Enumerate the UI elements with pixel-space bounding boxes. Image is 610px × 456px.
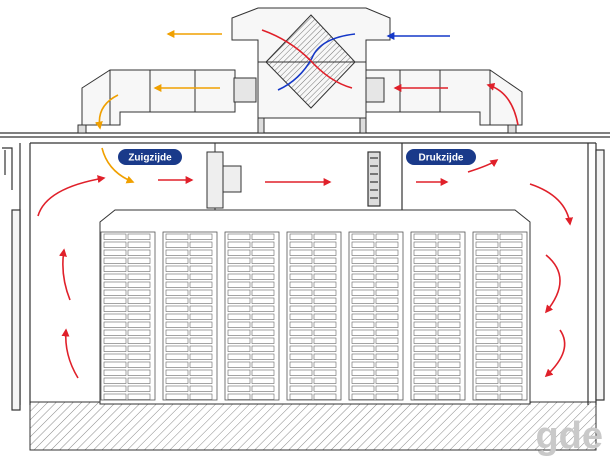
crate-column <box>348 231 404 401</box>
arrow-right-down-1 <box>529 183 574 226</box>
crate-column <box>472 231 528 401</box>
crate-column <box>224 231 280 401</box>
arrow-right-down-2 <box>544 254 561 314</box>
suction-side-label: Zuigzijde <box>118 149 182 165</box>
arrow-right-top-curve <box>467 159 499 173</box>
crate-stack <box>99 209 531 405</box>
arrow-roof-right-curve <box>486 82 519 126</box>
curve-fresh-mix <box>277 33 356 91</box>
suction-fan <box>206 143 242 216</box>
crate-column <box>286 231 342 401</box>
airflow-arrows <box>37 82 574 379</box>
arrow-left-up-1 <box>59 248 71 301</box>
arrow-exhaust-down <box>94 94 119 130</box>
exhaust-air-arrows <box>94 29 353 184</box>
arrow-right-down-3 <box>544 329 566 378</box>
pressure-side-label: Drukzijde <box>406 149 476 165</box>
arrow-left-up-2 <box>61 328 79 379</box>
floor-slab <box>29 401 597 451</box>
building-walls <box>0 132 610 411</box>
pressure-side-grille <box>367 143 403 210</box>
curve-exhaust-mix <box>261 29 353 89</box>
suction-side-text: Zuigzijde <box>128 153 172 164</box>
crate-column <box>100 231 156 401</box>
crate-column <box>162 231 218 401</box>
crate-column <box>410 231 466 401</box>
watermark-logo: gde <box>535 415 603 456</box>
fresh-air-arrows <box>277 32 450 91</box>
arrow-exhaust-suction <box>101 147 135 184</box>
arrow-left-top-curve <box>37 175 106 217</box>
pressure-side-text: Drukzijde <box>418 153 463 164</box>
air-handling-unit <box>77 7 523 134</box>
